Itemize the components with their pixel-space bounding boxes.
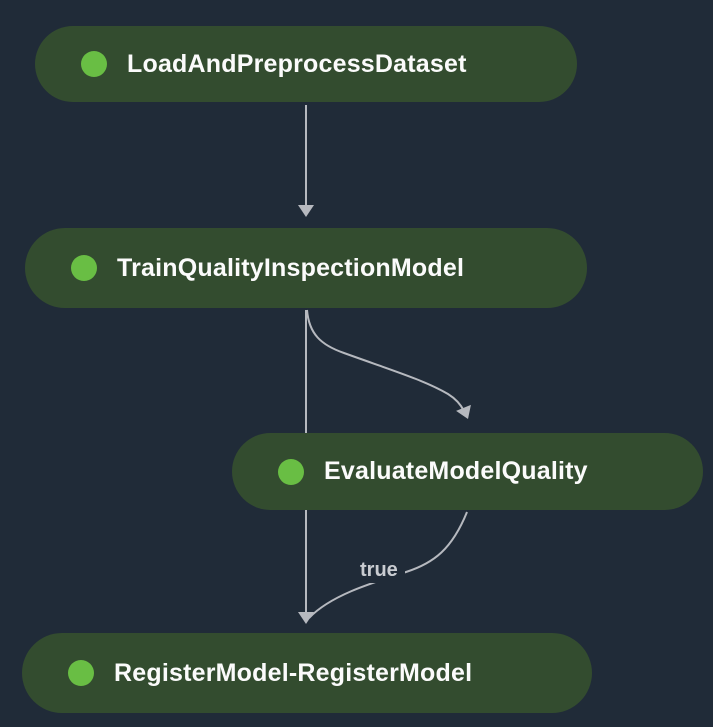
edge-load-to-train [298, 105, 314, 217]
edge-condition-label-true: true [353, 558, 405, 583]
node-label: LoadAndPreprocessDataset [127, 49, 467, 78]
node-label: RegisterModel-RegisterModel [114, 658, 473, 687]
node-label: TrainQualityInspectionModel [117, 253, 465, 282]
edge-evaluate-to-register [308, 511, 468, 619]
pipeline-node-register-model[interactable]: RegisterModel-RegisterModel [22, 633, 592, 713]
status-success-dot-icon [71, 255, 97, 281]
pipeline-node-evaluate-model-quality[interactable]: EvaluateModelQuality [232, 433, 703, 510]
status-success-dot-icon [81, 51, 107, 77]
pipeline-node-train-quality-inspection-model[interactable]: TrainQualityInspectionModel [25, 228, 587, 308]
pipeline-node-load-and-preprocess-dataset[interactable]: LoadAndPreprocessDataset [35, 26, 577, 102]
status-success-dot-icon [68, 660, 94, 686]
edge-train-to-evaluate [306, 309, 471, 419]
node-label: EvaluateModelQuality [324, 457, 588, 485]
status-success-dot-icon [278, 458, 304, 485]
